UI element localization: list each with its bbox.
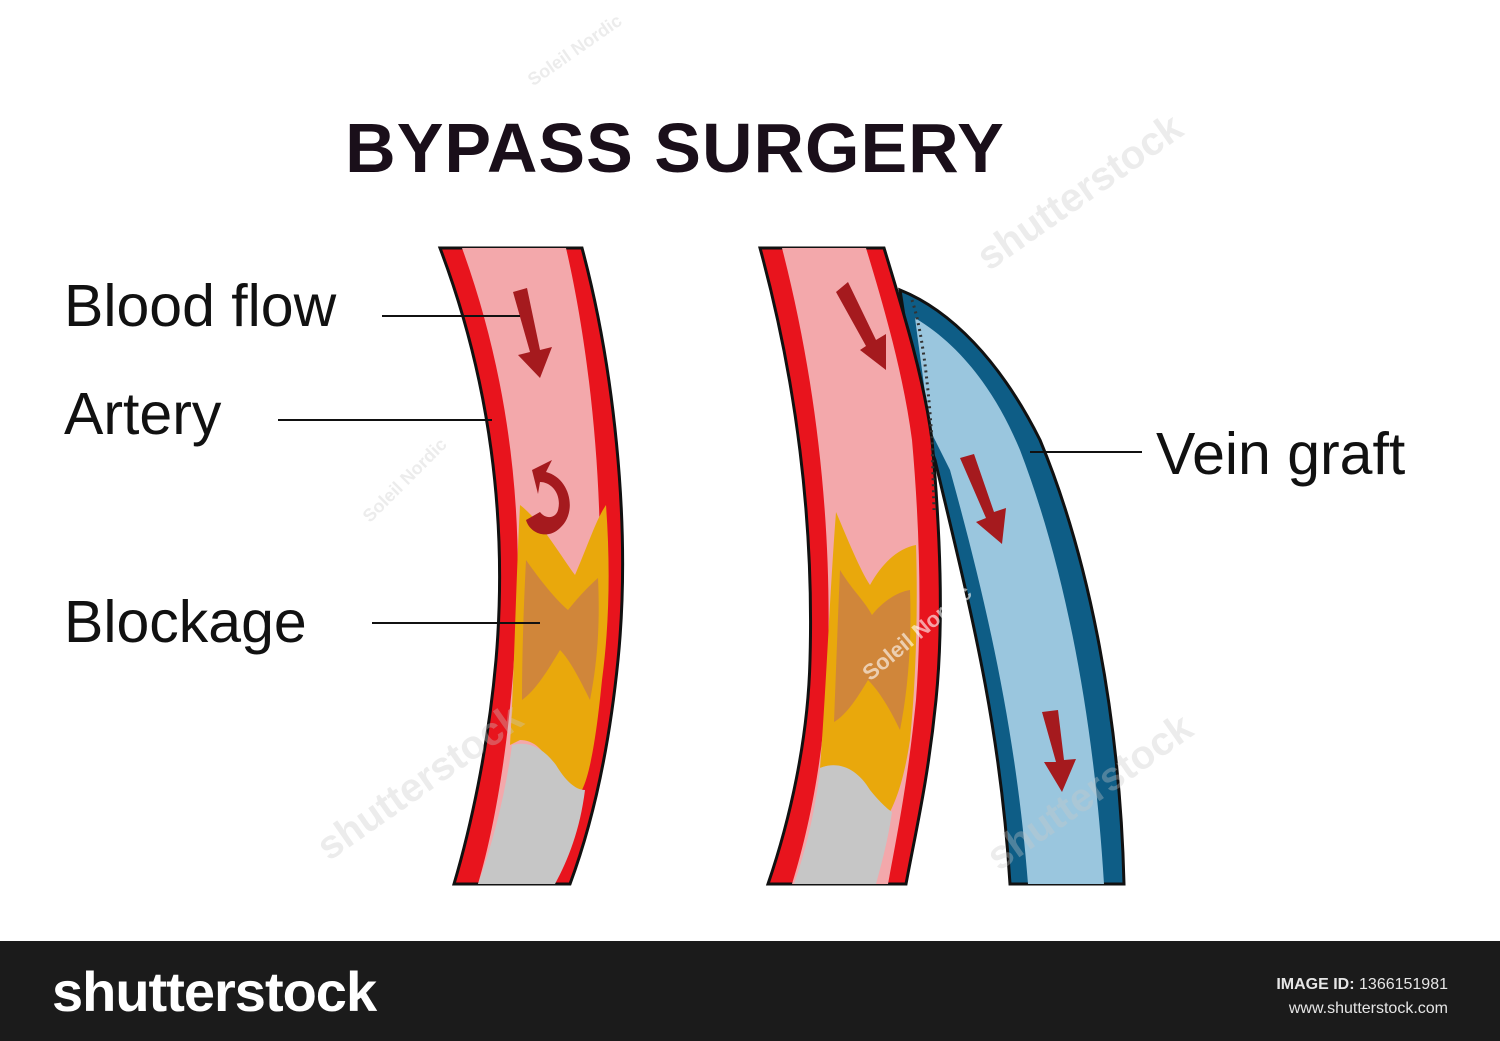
label-artery: Artery bbox=[64, 381, 222, 447]
arrow-down-left bbox=[513, 288, 552, 378]
leader-lines bbox=[278, 315, 1142, 624]
arrow-graft-2 bbox=[1042, 710, 1076, 792]
arrow-graft-1 bbox=[960, 454, 1006, 544]
suture-line bbox=[910, 299, 936, 511]
label-blood-flow: Blood flow bbox=[64, 273, 337, 339]
image-id-value: 1366151981 bbox=[1359, 976, 1448, 993]
image-id-label: IMAGE ID: bbox=[1276, 976, 1355, 993]
flow-arrows bbox=[513, 282, 1076, 792]
arrow-reflux bbox=[526, 460, 570, 535]
right-plaque-inner bbox=[834, 570, 911, 730]
page-title: BYPASS SURGERY bbox=[345, 109, 1005, 187]
footer-image-id: IMAGE ID: 1366151981 www.shutterstock.co… bbox=[1276, 973, 1448, 1021]
label-blockage: Blockage bbox=[64, 589, 307, 655]
right-clot bbox=[794, 765, 892, 884]
left-artery bbox=[437, 246, 625, 886]
footer-bar: shutterstock IMAGE ID: 1366151981 www.sh… bbox=[0, 941, 1500, 1041]
label-vein-graft: Vein graft bbox=[1156, 421, 1406, 487]
footer-brand[interactable]: shutterstock bbox=[52, 960, 377, 1023]
right-artery bbox=[758, 246, 942, 886]
left-plaque-inner bbox=[522, 560, 599, 700]
arrow-down-right bbox=[836, 282, 886, 370]
left-clot bbox=[478, 743, 585, 884]
footer-url[interactable]: www.shutterstock.com bbox=[1288, 1000, 1448, 1017]
diagram-area: BYPASS SURGERY Blood flow Artery Blockag… bbox=[64, 10, 1406, 886]
bypass-illustration bbox=[278, 246, 1142, 886]
